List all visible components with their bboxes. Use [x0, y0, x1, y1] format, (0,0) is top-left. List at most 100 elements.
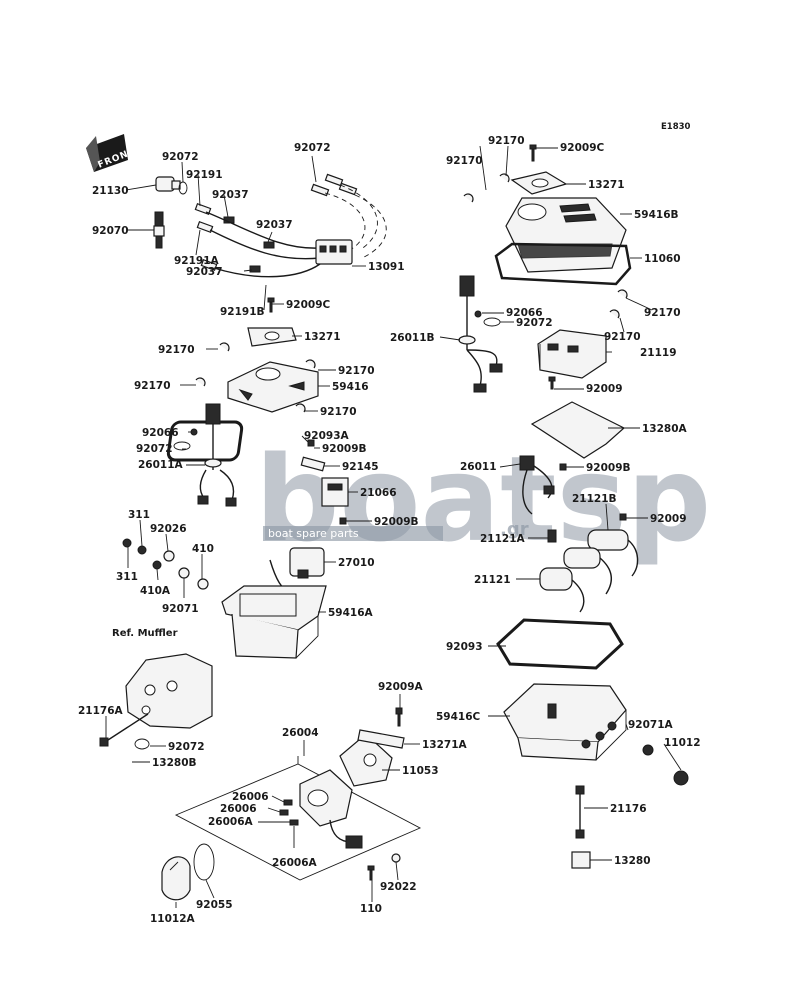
label-92071a: 92071A [628, 719, 674, 731]
label-21121b: 21121B [572, 493, 617, 505]
bolt-92066-left [190, 428, 198, 436]
bolt-92066-right [474, 310, 482, 318]
nut-92071a [642, 744, 654, 756]
spark-plug-92070 [153, 211, 165, 249]
cap-13280 [571, 851, 591, 869]
label-13280a: 13280A [642, 423, 688, 435]
label-21121: 21121 [474, 574, 511, 586]
ring-92072-right [483, 317, 501, 327]
label-26004: 26004 [282, 727, 319, 739]
label-59416a: 59416A [328, 607, 374, 619]
label-26006a-1: 26006A [208, 816, 254, 828]
bolt-92009c-right [529, 144, 537, 162]
cover-59416 [227, 361, 319, 413]
spark-plug-cap-21130 [155, 176, 181, 192]
label-27010: 27010 [338, 557, 375, 569]
label-11012: 11012 [664, 737, 701, 749]
label-26006-1: 26006 [232, 791, 269, 803]
label-92093a: 92093A [304, 430, 350, 442]
label-92093: 92093 [446, 641, 483, 653]
label-26006a-2: 26006A [272, 857, 318, 869]
label-92009-right: 92009 [586, 383, 623, 395]
coils-21121 [539, 529, 639, 613]
label-92066-left: 92066 [142, 427, 179, 439]
label-92072-right: 92072 [516, 317, 553, 329]
leader-lines [105, 145, 682, 908]
sensor-21176a [99, 713, 149, 747]
cap-11012a [161, 856, 191, 901]
label-13271-left: 13271 [304, 331, 341, 343]
label-11060: 11060 [644, 253, 681, 265]
label-110: 110 [360, 903, 382, 915]
label-26011: 26011 [460, 461, 497, 473]
label-410a: 410A [140, 585, 171, 597]
label-92071: 92071 [162, 603, 199, 615]
label-92191: 92191 [186, 169, 223, 181]
ring-92072-left [173, 441, 191, 451]
harness-26011 [519, 455, 555, 515]
label-92145: 92145 [342, 461, 379, 473]
washer-92022 [391, 853, 401, 863]
parts-26006 [279, 799, 299, 826]
muffler-ref [125, 653, 213, 729]
bolts-92009b-left [307, 439, 347, 525]
watermark-tagline: boat spare parts [268, 527, 359, 540]
bolt-92009-right2 [619, 513, 627, 521]
label-92009b-left: 92009B [322, 443, 367, 455]
bracket-92145 [300, 456, 326, 472]
label-92170-left2: 92170 [338, 365, 375, 377]
label-59416c: 59416C [436, 711, 481, 723]
label-13280b: 13280B [152, 757, 197, 769]
case-59416c [503, 683, 627, 761]
plate-13271a [357, 729, 405, 749]
harness-26011b [458, 275, 503, 393]
label-92072-left: 92072 [136, 443, 173, 455]
label-92072-mid: 92072 [168, 741, 205, 753]
label-92066-right: 92066 [506, 307, 543, 319]
label-92009c-right: 92009C [560, 142, 605, 154]
label-21121a: 21121A [480, 533, 526, 545]
ring-92072-mid [134, 738, 150, 750]
sensor-21176 [575, 785, 585, 839]
gasket-92093 [496, 618, 624, 670]
label-92191b: 92191B [220, 306, 265, 318]
label-92009a: 92009A [378, 681, 424, 693]
gasket-92093a [166, 420, 244, 462]
label-92009b-right: 92009B [586, 462, 631, 474]
label-92170-right1: 92170 [488, 135, 525, 147]
ring-92055 [193, 843, 215, 881]
label-21176: 21176 [610, 803, 647, 815]
label-26011b: 26011B [390, 332, 435, 344]
label-92055: 92055 [196, 899, 233, 911]
label-11012a: 11012A [150, 913, 196, 925]
diagram-code: E1830 [661, 122, 691, 132]
label-92037a: 92037 [212, 189, 249, 201]
bolt-92009-right [548, 376, 556, 390]
label-13280: 13280 [614, 855, 651, 867]
label-13271-right: 13271 [588, 179, 625, 191]
label-26006-2: 26006 [220, 803, 257, 815]
ecu-21119 [537, 329, 607, 379]
ignition-cables [205, 184, 387, 278]
cap-11012 [673, 770, 689, 786]
ref-muffler-label: Ref. Muffler [112, 628, 178, 639]
label-311a: 311 [128, 509, 150, 521]
label-59416: 59416 [332, 381, 369, 393]
bolt-110 [367, 865, 375, 881]
cover-13280a [530, 401, 626, 459]
case-59416a [221, 585, 327, 659]
label-21130: 21130 [92, 185, 129, 197]
label-92170-left4: 92170 [320, 406, 357, 418]
cover-59416b [505, 197, 627, 273]
label-21119: 21119 [640, 347, 677, 359]
label-92191a: 92191A [174, 255, 220, 267]
label-92037c: 92037 [186, 266, 223, 278]
label-92170-right3: 92170 [644, 307, 681, 319]
front-arrow-icon: FRONT [86, 134, 137, 172]
clips-92170-left [195, 342, 316, 413]
cap-21121a [547, 529, 557, 543]
label-13271a: 13271A [422, 739, 468, 751]
label-92009b-left2: 92009B [374, 516, 419, 528]
label-13091: 13091 [368, 261, 405, 273]
